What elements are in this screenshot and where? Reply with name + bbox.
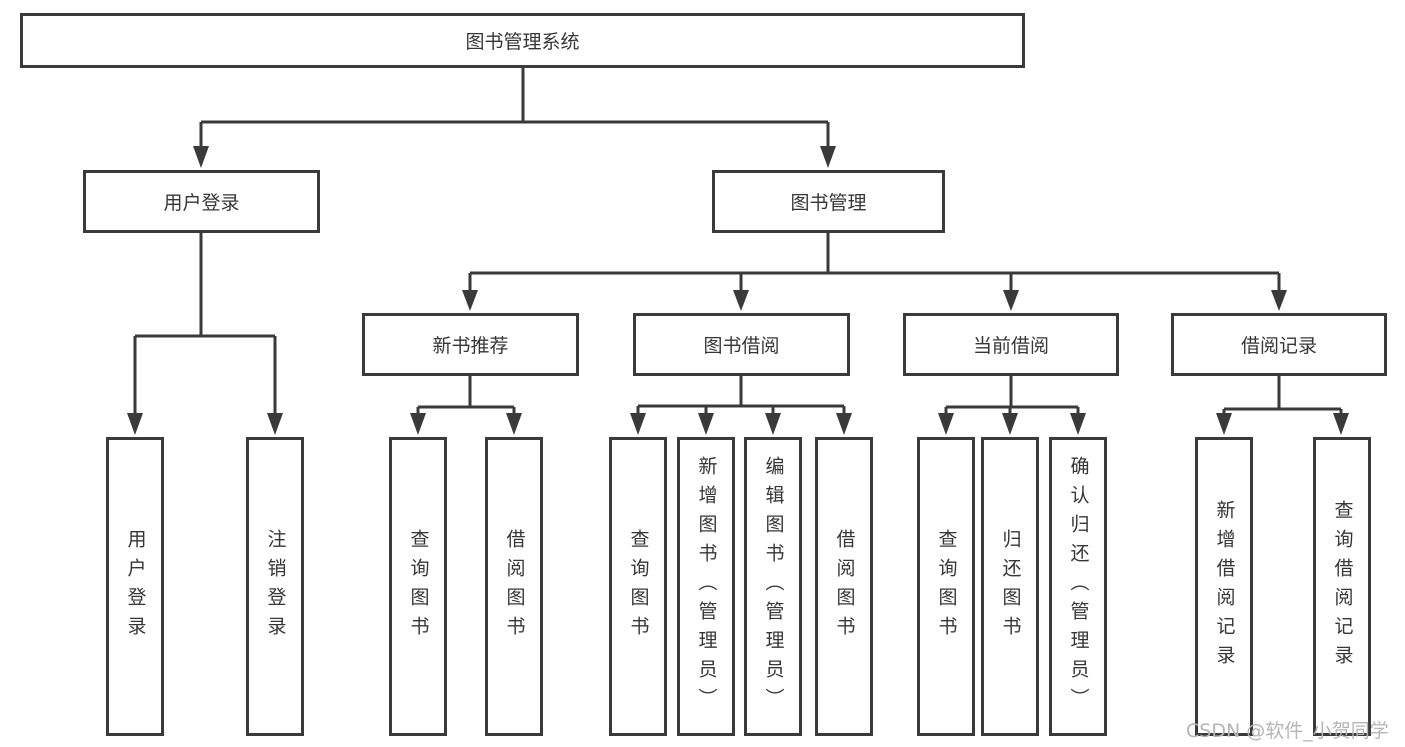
arrowhead	[127, 413, 143, 435]
csdn-watermark: CSDN @软件_小贺同学	[1186, 720, 1389, 742]
node-label: 注销登录	[264, 528, 287, 645]
node-label: 借阅图书	[833, 528, 856, 645]
arrowhead	[630, 413, 646, 435]
node-current-borrowing: 当前借阅	[903, 313, 1119, 376]
connector-current-borrow-to-leaves	[938, 376, 1086, 435]
leaf-query-borrow-record: 查询借阅记录	[1313, 437, 1371, 736]
arrowhead	[1002, 413, 1018, 435]
leaf-query-books-2: 查询图书	[609, 437, 667, 736]
arrowhead	[938, 413, 954, 435]
node-label: 查询图书	[627, 528, 650, 645]
node-library-management-system: 图书管理系统	[20, 13, 1025, 68]
leaf-confirm-return-admin: 确认归还（管理员）	[1049, 437, 1107, 736]
node-label: 新增图书（管理员）	[695, 456, 718, 717]
node-label: 查询借阅记录	[1331, 499, 1354, 674]
node-label: 归还图书	[999, 528, 1022, 645]
node-label: 用户登录	[124, 528, 147, 645]
connector-book-mgmt-to-level3	[462, 233, 1287, 311]
node-label: 新增借阅记录	[1213, 499, 1236, 674]
node-user-login: 用户登录	[83, 170, 320, 233]
arrowhead	[193, 146, 209, 168]
node-new-book-recommend: 新书推荐	[362, 313, 579, 376]
node-label: 借阅图书	[503, 528, 526, 645]
leaf-add-books-admin: 新增图书（管理员）	[677, 437, 735, 736]
arrowhead	[698, 413, 714, 435]
leaf-query-books-1: 查询图书	[389, 437, 447, 736]
leaf-logout: 注销登录	[246, 437, 304, 736]
connector-new-book-rec-to-leaves	[410, 376, 522, 435]
leaf-borrow-books-1: 借阅图书	[485, 437, 543, 736]
leaf-edit-books-admin: 编辑图书（管理员）	[744, 437, 802, 736]
leaf-add-borrow-record: 新增借阅记录	[1195, 437, 1253, 736]
node-label: 图书借阅	[703, 335, 780, 357]
arrowhead	[765, 413, 781, 435]
arrowhead	[462, 290, 478, 311]
node-label: 新书推荐	[432, 335, 509, 357]
arrowhead	[733, 290, 749, 311]
arrowhead	[1070, 413, 1086, 435]
arrowhead	[1003, 290, 1019, 311]
node-label: 借阅记录	[1240, 335, 1317, 357]
leaf-user-login: 用户登录	[106, 437, 164, 736]
node-label: 编辑图书（管理员）	[762, 456, 785, 717]
node-label: 确认归还（管理员）	[1067, 456, 1090, 717]
node-label: 当前借阅	[972, 335, 1049, 357]
node-book-management: 图书管理	[712, 170, 945, 233]
node-label: 查询图书	[935, 528, 958, 645]
arrowhead	[267, 413, 283, 435]
leaf-borrow-books-2: 借阅图书	[815, 437, 873, 736]
arrowhead	[1216, 413, 1232, 435]
arrowhead	[410, 413, 426, 435]
connector-borrow-records-to-leaves	[1216, 376, 1349, 435]
node-borrowing-records: 借阅记录	[1171, 313, 1387, 376]
connector-root-to-level2	[193, 68, 836, 168]
arrowhead	[820, 146, 836, 168]
arrowhead	[1333, 413, 1349, 435]
arrowhead	[836, 413, 852, 435]
connector-user-login-to-leaves	[127, 233, 283, 435]
arrowhead	[506, 413, 522, 435]
node-label: 图书管理	[790, 192, 867, 214]
connector-book-borrow-to-leaves	[630, 376, 852, 435]
node-label: 查询图书	[407, 528, 430, 645]
node-label: 用户登录	[163, 192, 240, 214]
leaf-query-books-3: 查询图书	[917, 437, 975, 736]
node-label: 图书管理系统	[465, 31, 580, 53]
node-book-borrowing: 图书借阅	[633, 313, 850, 376]
arrowhead	[1271, 290, 1287, 311]
leaf-return-books: 归还图书	[981, 437, 1039, 736]
